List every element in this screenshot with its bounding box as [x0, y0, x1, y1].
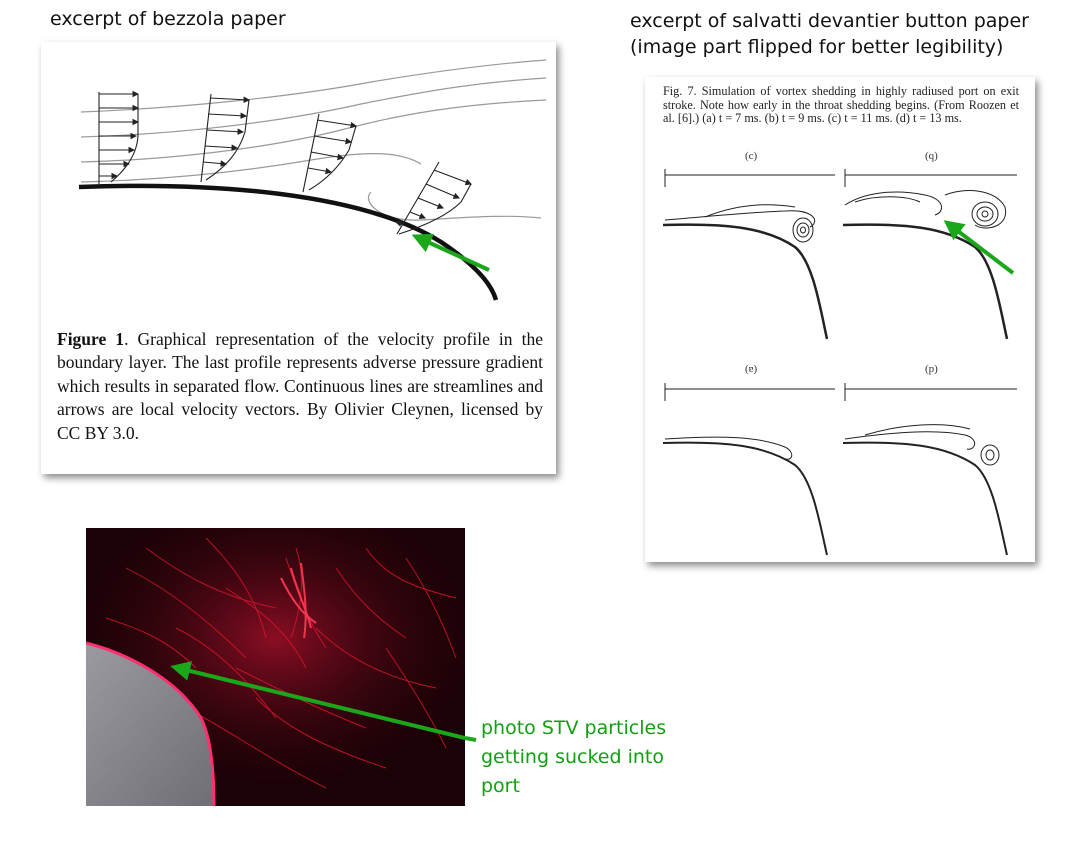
figure1-caption: Figure 1. Graphical representation of th…	[57, 328, 543, 445]
photo-rendering	[86, 528, 465, 806]
streamlines	[80, 59, 547, 221]
velocity-profile-2	[200, 93, 251, 183]
green-arrow-photo	[170, 661, 465, 740]
panel-c	[662, 169, 835, 340]
panel-p	[842, 383, 1017, 556]
boundary-layer-diagram	[78, 59, 547, 301]
vortex-simulation-panels	[662, 169, 1017, 556]
photo-label: photo STV particles getting sucked into …	[481, 717, 667, 797]
right-heading: excerpt of salvatti devantier button pap…	[630, 8, 1070, 60]
stv-particle-photo	[86, 528, 465, 806]
bright-streak-cluster	[280, 562, 317, 639]
right-heading-line1: excerpt of salvatti devantier button pap…	[630, 10, 1029, 32]
panel-label-c: (c)	[745, 150, 758, 162]
port-wall-edge-glow	[86, 641, 216, 806]
fig7-caption: Fig. 7. Simulation of vortex shedding in…	[663, 84, 1019, 125]
panel-label-p: (p)	[925, 363, 938, 375]
bezzola-figure-card: Figure 1. Graphical representation of th…	[41, 42, 556, 474]
panel-label-q: (q)	[925, 150, 938, 162]
panel-label-a: (ɐ)	[745, 363, 758, 375]
velocity-profile-3	[302, 113, 358, 193]
left-heading: excerpt of bezzola paper	[50, 8, 286, 30]
green-arrow-left	[411, 233, 490, 272]
figure1-label: Figure 1	[57, 329, 125, 349]
velocity-profile-4	[394, 161, 473, 235]
salvatti-figure-card: Fig. 7. Simulation of vortex shedding in…	[645, 77, 1035, 562]
figure1-caption-text: . Graphical representation of the veloci…	[57, 329, 543, 443]
velocity-profile-1	[98, 90, 140, 184]
panel-q	[842, 169, 1017, 340]
panel-a	[662, 383, 835, 556]
right-heading-line2: (image part flipped for better legibilit…	[630, 36, 1004, 58]
port-wall	[86, 643, 214, 806]
curved-wall	[78, 183, 499, 301]
green-arrow-right	[943, 220, 1015, 275]
